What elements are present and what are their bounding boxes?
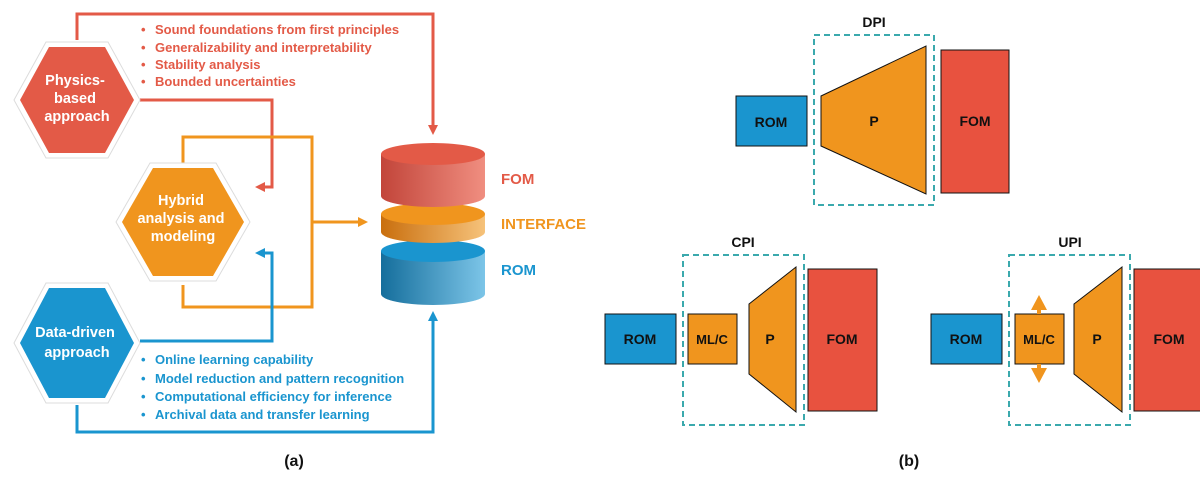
upi-title: UPI [1058,234,1081,250]
data-bullet-list: • Online learning capability • Model red… [141,352,404,422]
cpi-fom-box [807,268,878,412]
interface-cylinder-layer [381,203,485,243]
upi-up-arrow-shaft [1037,308,1041,314]
dpi-rom-box [735,95,808,147]
dpi-projection-trapezoid [820,45,927,195]
physics-bullet-marker: • [141,57,146,72]
hybrid-hexagon: Hybrid analysis and modeling [115,162,251,282]
stack-fom-label: FOM [501,171,534,188]
cpi-mlc-box [687,313,738,365]
physics-connectors [75,12,438,192]
physics-hexagon: Physics- based approach [13,41,141,159]
upi-p-label: P [1092,331,1101,347]
data-bullet-item: Archival data and transfer learning [155,407,370,422]
cpi-projection-trapezoid [748,265,797,414]
cpi-fom-label: FOM [826,331,857,347]
data-bullet-marker: • [141,352,146,367]
physics-bullet-item: Stability analysis [155,57,261,72]
data-to-hybrid-arrow [140,248,274,343]
physics-bullet-item: Generalizability and interpretability [155,40,372,55]
data-to-rom-arrow [75,311,438,434]
upi-mlc-box [1014,313,1065,365]
data-connectors [75,248,438,434]
physics-to-fom-arrow [75,12,438,135]
rom-cylinder-layer [381,240,485,305]
dpi-dashed-boundary [813,34,935,206]
physics-bullet-list: • Sound foundations from first principle… [141,22,399,89]
panel-a: Physics- based approach Hybrid analysis … [13,12,586,470]
dpi-diagram: DPI ROM P FOM [735,14,1010,206]
data-hex-label: Data-driven approach [35,325,119,361]
panel-b: DPI ROM P FOM CPI ROM ML/C P FOM UPI [604,14,1200,470]
cpi-diagram: CPI ROM ML/C P FOM [604,234,878,426]
cpi-p-label: P [765,331,774,347]
upi-rom-label: ROM [950,331,983,347]
cpi-title: CPI [731,234,754,250]
physics-bullet-item: Bounded uncertainties [155,74,296,89]
physics-hex-label: Physics- based approach [44,73,109,125]
physics-bullet-marker: • [141,22,146,37]
upi-down-arrow-shaft [1037,364,1041,370]
cpi-rom-box [604,313,677,365]
data-bullet-marker: • [141,371,146,386]
data-hexagon: Data-driven approach [13,282,141,404]
physics-bullet-marker: • [141,40,146,55]
panel-a-caption: (a) [284,453,304,470]
data-bullet-marker: • [141,407,146,422]
upi-dashed-boundary [1008,254,1131,426]
upi-fom-label: FOM [1153,331,1184,347]
stack-interface-label: INTERFACE [501,216,586,233]
data-bullet-item: Model reduction and pattern recognition [155,371,404,386]
upi-diagram: UPI ROM ML/C P FOM [930,234,1200,426]
dpi-fom-box [940,49,1010,194]
dpi-p-label: P [869,113,878,129]
hybrid-hex-label: Hybrid analysis and modeling [137,193,228,245]
physics-bullet-item: Sound foundations from first principles [155,22,399,37]
hybrid-connectors [181,135,368,309]
data-bullet-marker: • [141,389,146,404]
data-bullet-item: Online learning capability [155,352,314,367]
cpi-dashed-boundary [682,254,805,426]
upi-projection-trapezoid [1073,265,1123,414]
physics-bullet-marker: • [141,74,146,89]
panel-b-caption: (b) [899,453,919,470]
fom-cylinder-layer [381,143,485,207]
upi-mlc-label: ML/C [1023,332,1055,347]
cpi-mlc-label: ML/C [696,332,728,347]
dpi-fom-label: FOM [959,113,990,129]
upi-fom-box [1133,268,1200,412]
upi-rom-box [930,313,1003,365]
dpi-title: DPI [862,14,885,30]
data-bullet-item: Computational efficiency for inference [155,389,392,404]
upi-down-arrow-icon [1031,368,1047,383]
upi-update-arrows [1031,295,1047,383]
upi-up-arrow-icon [1031,295,1047,310]
model-stack-cylinder [381,143,485,305]
dpi-rom-label: ROM [755,114,788,130]
stack-rom-label: ROM [501,262,536,279]
physics-to-hybrid-arrow [140,98,274,192]
cpi-rom-label: ROM [624,331,657,347]
